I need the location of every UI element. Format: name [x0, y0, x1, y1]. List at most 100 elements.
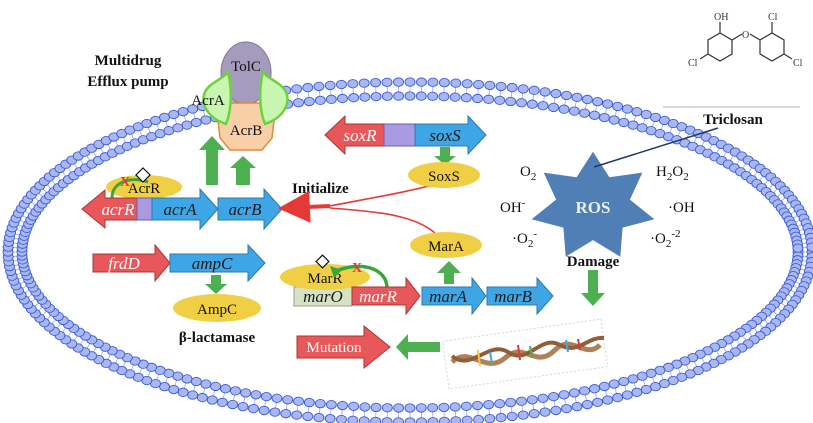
lipid-tail	[584, 103, 587, 110]
triclosan-to-ros-line	[593, 127, 719, 168]
lipid-tail	[115, 357, 119, 364]
lipid-head	[516, 98, 527, 108]
lipid-tail	[510, 406, 513, 413]
lipid-tail	[243, 396, 246, 403]
acr-promoter	[136, 197, 153, 221]
lipid-tail	[100, 350, 104, 357]
lipid-tail	[100, 147, 104, 154]
lipid-tail	[130, 364, 135, 371]
gene-ampC-label: ampC	[192, 254, 233, 273]
lipid-tail	[595, 105, 598, 112]
lipid-tail	[330, 408, 332, 415]
lipid-head	[324, 80, 336, 91]
lipid-head	[370, 91, 382, 102]
lipid-tail	[748, 167, 753, 173]
lipid-head	[602, 395, 614, 405]
lipid-tail	[543, 95, 545, 102]
lipid-head	[359, 402, 371, 412]
tolc-label: TolC	[231, 59, 261, 75]
lipid-head	[579, 386, 590, 396]
soxs-protein-label: SoxS	[428, 169, 460, 185]
lipid-head	[177, 107, 189, 117]
lipid-tail	[753, 171, 758, 177]
gene-acrB	[217, 187, 283, 231]
lipid-tail	[574, 396, 577, 403]
lipid-head	[271, 393, 283, 403]
lipid-head	[248, 403, 259, 414]
lipid-tail	[67, 167, 72, 173]
lipid-tail	[147, 127, 151, 134]
lipid-head	[393, 91, 405, 101]
lipid-tail	[510, 91, 513, 98]
lipid-head	[427, 77, 439, 87]
gene-soxS-label: soxS	[429, 126, 461, 145]
mar-operon: marO MarR X marR marA marB MarA	[280, 232, 554, 316]
lipid-head	[618, 376, 630, 387]
lipid-head	[495, 81, 507, 92]
lipid-tail	[624, 112, 627, 119]
lipid-head	[568, 388, 580, 398]
lipid-head	[159, 381, 170, 392]
lipid-head	[168, 109, 180, 120]
lipid-tail	[86, 343, 91, 349]
triclosan-molecule	[663, 22, 800, 108]
lipid-head	[645, 368, 657, 378]
lipid-tail	[165, 121, 169, 128]
lipid-tail	[651, 121, 655, 128]
lipid-head	[608, 115, 620, 125]
lipid-head	[348, 401, 360, 411]
ros-cluster: ROS O2 H2O2 OH- ·OH ·O2- ·O2-2 Damage	[500, 151, 695, 306]
lipid-head	[216, 397, 228, 408]
lipid-tail	[564, 398, 567, 405]
amp-operon: frdD ampC AmpC β-lactamase	[92, 243, 266, 346]
lipid-head	[404, 77, 416, 87]
lipid-head	[528, 85, 540, 95]
triclosan-ring-right	[759, 32, 785, 62]
lipid-head	[293, 98, 304, 108]
lipid-head	[517, 84, 529, 94]
lipid-tail	[723, 151, 727, 158]
lipid-tail	[107, 354, 111, 360]
lipid-tail	[584, 394, 587, 401]
pump-title-line2: Efflux pump	[87, 74, 168, 90]
ros-species-hydroxide: OH-	[500, 197, 526, 216]
ligand-diamond-icon	[315, 254, 330, 269]
lipid-head	[571, 92, 583, 103]
lipid-tail	[742, 163, 747, 169]
damage-arrow	[581, 270, 605, 306]
lipid-tail	[677, 367, 681, 374]
dna-to-mutation-arrow	[396, 334, 440, 360]
lipid-head	[302, 411, 314, 422]
lipid-head	[602, 99, 614, 109]
lipid-head	[381, 91, 393, 101]
ros-label: ROS	[576, 198, 611, 217]
lipid-head	[592, 397, 604, 408]
initialize-signal: Initialize	[278, 181, 443, 239]
lipid-head	[337, 93, 348, 104]
lipid-tail	[122, 361, 127, 367]
lipid-head	[313, 412, 325, 423]
lipid-head	[537, 393, 549, 403]
lipid-head	[612, 392, 624, 403]
lipid-tail	[574, 101, 577, 108]
lipid-head	[526, 99, 538, 109]
lipid-head	[472, 400, 483, 411]
ros-species-o2: O2	[520, 164, 536, 183]
lipid-tail	[701, 140, 705, 147]
lipid-tail	[330, 89, 332, 96]
atom-oh: OH	[714, 12, 728, 23]
lipid-head	[282, 395, 294, 405]
lipid-head	[650, 112, 661, 123]
lipid-head	[472, 93, 483, 104]
lipid-head	[438, 416, 450, 423]
lipid-tail	[709, 354, 713, 360]
lipid-head	[579, 108, 590, 118]
lipid-tail	[203, 387, 206, 394]
lipid-head	[539, 87, 551, 97]
lipid-tail	[614, 387, 617, 394]
lipid-head	[303, 96, 315, 107]
lipid-tail	[543, 402, 545, 409]
lipid-head	[172, 123, 184, 133]
gene-soxS	[414, 114, 487, 156]
lipid-head	[792, 243, 804, 253]
